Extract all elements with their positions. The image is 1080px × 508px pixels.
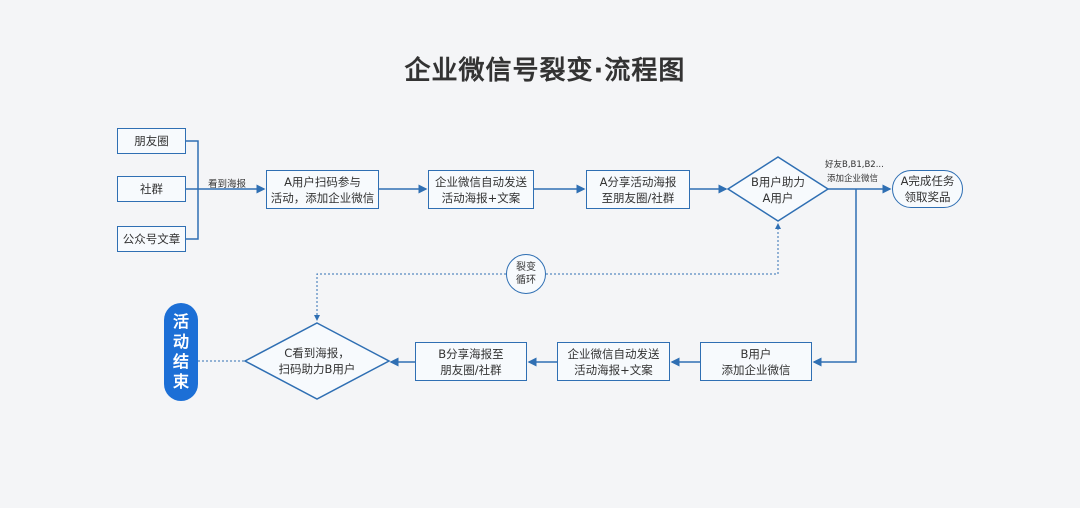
node-a-scan: A用户扫码参与 活动，添加企业微信: [266, 170, 379, 209]
source-articles: 公众号文章: [117, 226, 186, 252]
edge-label-see-poster: 看到海报: [208, 179, 247, 190]
node-c-see: C看到海报， 扫码助力B用户: [278, 345, 356, 376]
node-a-share: A分享活动海报 至朋友圈/社群: [586, 170, 690, 209]
node-auto-send-bottom: 企业微信自动发送 活动海报+文案: [557, 342, 670, 381]
friends-add-label: 添加企业微信: [827, 174, 879, 184]
node-b-help: B用户助力 A用户: [751, 174, 805, 205]
source-bracket: [186, 140, 199, 240]
source-groups: 社群: [117, 176, 186, 202]
node-activity-end: 活 动 结 束: [164, 303, 198, 401]
node-auto-send-top: 企业微信自动发送 活动海报+文案: [428, 170, 534, 209]
arrow-to-b-add: [812, 189, 857, 367]
page-title: 企业微信号裂变·流程图: [404, 56, 686, 86]
fission-loop-badge: 裂变 循环: [506, 254, 546, 294]
loop-dotted-left: [314, 273, 506, 321]
node-a-complete: A完成任务 领取奖品: [892, 170, 963, 208]
c-see-diamond: [243, 322, 391, 400]
loop-dotted-right: [546, 223, 781, 275]
node-b-share: B分享海报至 朋友圈/社群: [415, 342, 527, 381]
source-moments: 朋友圈: [117, 128, 186, 154]
node-b-add: B用户 添加企业微信: [700, 342, 812, 381]
b-help-diamond: [726, 156, 830, 222]
friends-label: 好友B,B1,B2...: [825, 160, 884, 170]
